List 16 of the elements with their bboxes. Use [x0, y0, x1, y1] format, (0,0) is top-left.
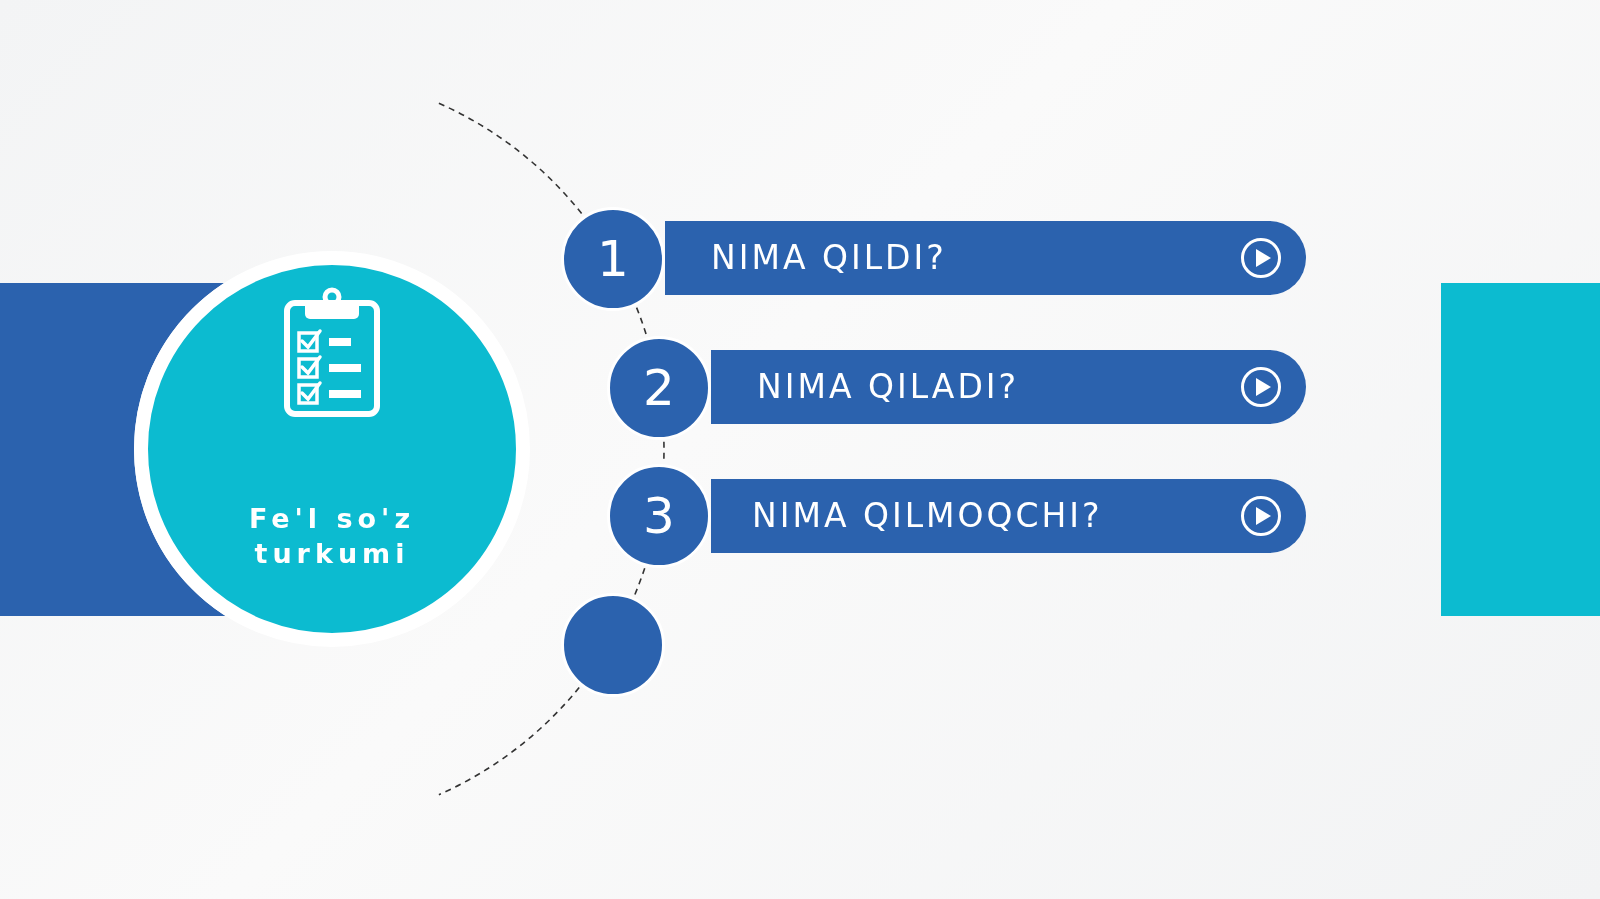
step-label: NIMA QILMOQCHI? [752, 496, 1103, 536]
dashed-arc [633, 567, 646, 596]
dashed-arc [438, 686, 580, 796]
dashed-arc [635, 306, 648, 337]
step-number: 3 [643, 491, 675, 541]
step-label: NIMA QILDI? [711, 238, 947, 278]
side-band [0, 283, 226, 616]
step-label: NIMA QILADI? [757, 367, 1020, 407]
step-number: 1 [597, 234, 629, 284]
step-number: 2 [643, 363, 675, 413]
step-bar [711, 350, 1306, 424]
topic-title: Fe'l so'z turkumi [247, 502, 417, 572]
step-bar [665, 221, 1306, 295]
step-bar [711, 479, 1306, 553]
side-band [1441, 283, 1600, 616]
dashed-arc [438, 102, 584, 216]
